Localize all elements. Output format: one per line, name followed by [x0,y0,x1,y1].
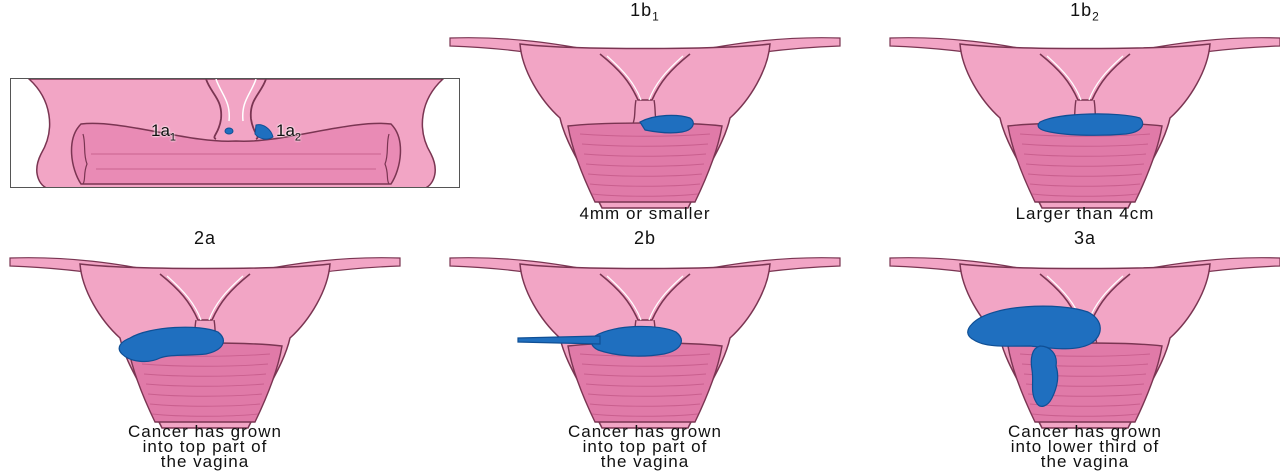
uterus-illustration-1b1 [450,30,840,210]
uterus-illustration-3a [890,250,1280,425]
panel-stage-2a: 2a Cancer has grown into top part of the… [10,250,400,430]
caption-3a: Cancer has grown into lower third of the… [860,424,1280,469]
panel-stage-3a: 3a Cancer has grown into lower third of … [890,250,1280,430]
caption-1b1: 4mm or smaller [420,206,870,221]
stage-title-3a: 3a [890,228,1280,249]
panel-stage-1b2: 1b2 Larger than 4cm [890,30,1280,220]
tumor-1b2 [1038,114,1143,135]
inset-1a-closeup: 1a1 1a2 [10,78,460,188]
stage-title-2a: 2a [10,228,400,249]
panel-stage-1b1: 1b1 4mm or smaller [450,30,840,220]
uterus-illustration-2a [10,250,400,425]
tumor-2b-extension [518,336,600,344]
label-1a2: 1a2 [276,121,301,143]
tumor-1a1 [225,128,233,134]
stage-title-2b: 2b [450,228,840,249]
stage-title-1b1: 1b1 [450,0,840,24]
inset-illustration [11,79,460,188]
uterus-illustration-1b2 [890,30,1280,210]
uterus-illustration-2b [450,250,840,425]
tumor-2b [592,326,682,356]
caption-1b2: Larger than 4cm [860,206,1280,221]
panel-stage-2b: 2b Cancer has grown into top part of the… [450,250,840,430]
caption-2b: Cancer has grown into top part of the va… [420,424,870,469]
caption-2a: Cancer has grown into top part of the va… [0,424,430,469]
stage-title-1b2: 1b2 [890,0,1280,24]
label-1a1: 1a1 [151,121,176,143]
